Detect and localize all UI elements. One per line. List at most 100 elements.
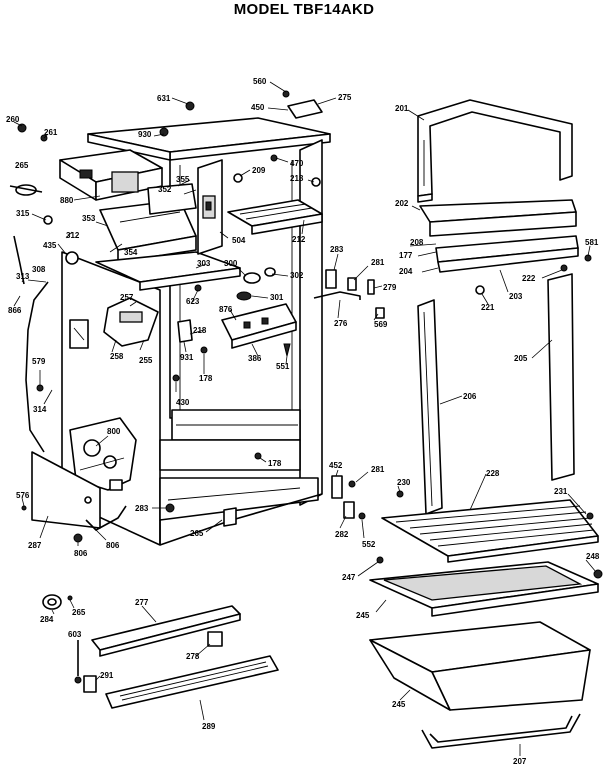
part-label-581: 581 — [585, 238, 599, 247]
part-label-177: 177 — [399, 251, 413, 260]
part-label-291: 291 — [100, 671, 114, 680]
part-label-284: 284 — [40, 615, 54, 624]
part-label-301: 301 — [270, 293, 284, 302]
part-label-579: 579 — [32, 357, 46, 366]
part-label-355: 355 — [176, 175, 190, 184]
part-label-204: 204 — [399, 267, 413, 276]
drawer-handle — [421, 713, 581, 749]
part-label-265: 265 — [15, 161, 29, 170]
part-label-281: 281 — [371, 258, 385, 267]
part-label-302: 302 — [290, 271, 304, 280]
part-label-248: 248 — [586, 552, 600, 561]
part-label-205: 205 — [514, 354, 528, 363]
part-label-222: 222 — [522, 274, 536, 283]
part-label-287: 287 — [28, 541, 42, 550]
part-label-221: 221 — [481, 303, 495, 312]
part-label-258: 258 — [110, 352, 124, 361]
part-label-245-b: 245 — [392, 700, 406, 709]
crisper-drawer — [369, 621, 591, 711]
part-label-880: 880 — [60, 196, 74, 205]
crisper-cover — [369, 561, 599, 617]
part-label-930: 930 — [138, 130, 152, 139]
part-label-806-b: 806 — [106, 541, 120, 550]
wire-shelf — [381, 499, 599, 563]
part-label-201: 201 — [395, 104, 409, 113]
hinge-hardware — [313, 269, 385, 520]
control-assembly — [9, 149, 241, 291]
part-label-806: 806 — [74, 549, 88, 558]
part-label-866: 866 — [8, 306, 22, 315]
part-label-430: 430 — [176, 398, 190, 407]
part-label-560: 560 — [253, 77, 267, 86]
part-label-354: 354 — [124, 248, 138, 257]
part-label-247: 247 — [342, 573, 356, 582]
part-label-203: 203 — [509, 292, 523, 301]
part-label-282: 282 — [335, 530, 349, 539]
light-assembly — [69, 297, 159, 349]
part-label-569: 569 — [374, 320, 388, 329]
part-label-202: 202 — [395, 199, 409, 208]
drain-tube — [13, 235, 79, 453]
part-label-283: 283 — [330, 245, 344, 254]
part-label-178-b: 178 — [268, 459, 282, 468]
part-label-276: 276 — [334, 319, 348, 328]
part-label-265-b: 265 — [190, 529, 204, 538]
part-label-230: 230 — [397, 478, 411, 487]
part-label-931: 931 — [180, 353, 194, 362]
part-label-218: 218 — [290, 174, 304, 183]
part-label-206: 206 — [463, 392, 477, 401]
part-label-283-b: 283 — [135, 504, 149, 513]
freezer-door-liner — [417, 99, 579, 273]
part-label-265-c: 265 — [72, 608, 86, 617]
part-label-435: 435 — [43, 241, 57, 250]
part-label-257: 257 — [120, 293, 134, 302]
part-label-228: 228 — [486, 469, 500, 478]
part-label-178: 178 — [199, 374, 213, 383]
rear-panel — [31, 451, 127, 543]
part-label-552: 552 — [362, 540, 376, 549]
part-label-275: 275 — [338, 93, 352, 102]
part-label-551: 551 — [276, 362, 290, 371]
part-label-281-b: 281 — [371, 465, 385, 474]
part-label-279: 279 — [383, 283, 397, 292]
part-label-312: 312 — [66, 231, 80, 240]
part-label-303: 303 — [197, 259, 211, 268]
part-label-209: 209 — [252, 166, 266, 175]
part-label-470: 470 — [290, 159, 304, 168]
part-label-212: 212 — [292, 235, 306, 244]
part-label-289: 289 — [202, 722, 216, 731]
part-label-386: 386 — [248, 354, 262, 363]
part-label-277: 277 — [135, 598, 149, 607]
part-label-631: 631 — [157, 94, 171, 103]
leader-lines — [13, 81, 597, 756]
part-label-278: 278 — [186, 652, 200, 661]
part-label-245: 245 — [356, 611, 370, 620]
part-label-300: 300 — [224, 259, 238, 268]
part-label-800: 800 — [107, 427, 121, 436]
part-label-207: 207 — [513, 757, 527, 766]
part-label-352: 352 — [158, 185, 172, 194]
cold-control-parts — [177, 267, 297, 357]
part-label-231: 231 — [554, 487, 568, 496]
part-label-876: 876 — [219, 305, 233, 314]
part-label-450: 450 — [251, 103, 265, 112]
diagram-title: MODEL TBF14AKD — [233, 1, 375, 18]
part-label-315: 315 — [16, 209, 30, 218]
part-label-255: 255 — [139, 356, 153, 365]
part-label-353: 353 — [82, 214, 96, 223]
freezer-shelf — [227, 199, 323, 235]
part-label-504: 504 — [232, 236, 246, 245]
part-label-623: 623 — [186, 297, 200, 306]
part-label-261: 261 — [44, 128, 58, 137]
part-label-218-b: 218 — [193, 326, 207, 335]
door-gasket-strips — [417, 273, 575, 515]
part-label-260: 260 — [6, 115, 20, 124]
part-label-452: 452 — [329, 461, 343, 470]
part-label-603: 603 — [68, 630, 82, 639]
part-label-314: 314 — [33, 405, 47, 414]
part-label-208: 208 — [410, 238, 424, 247]
part-label-308: 308 — [32, 265, 46, 274]
part-label-576: 576 — [16, 491, 30, 500]
bottom-parts — [42, 594, 279, 709]
